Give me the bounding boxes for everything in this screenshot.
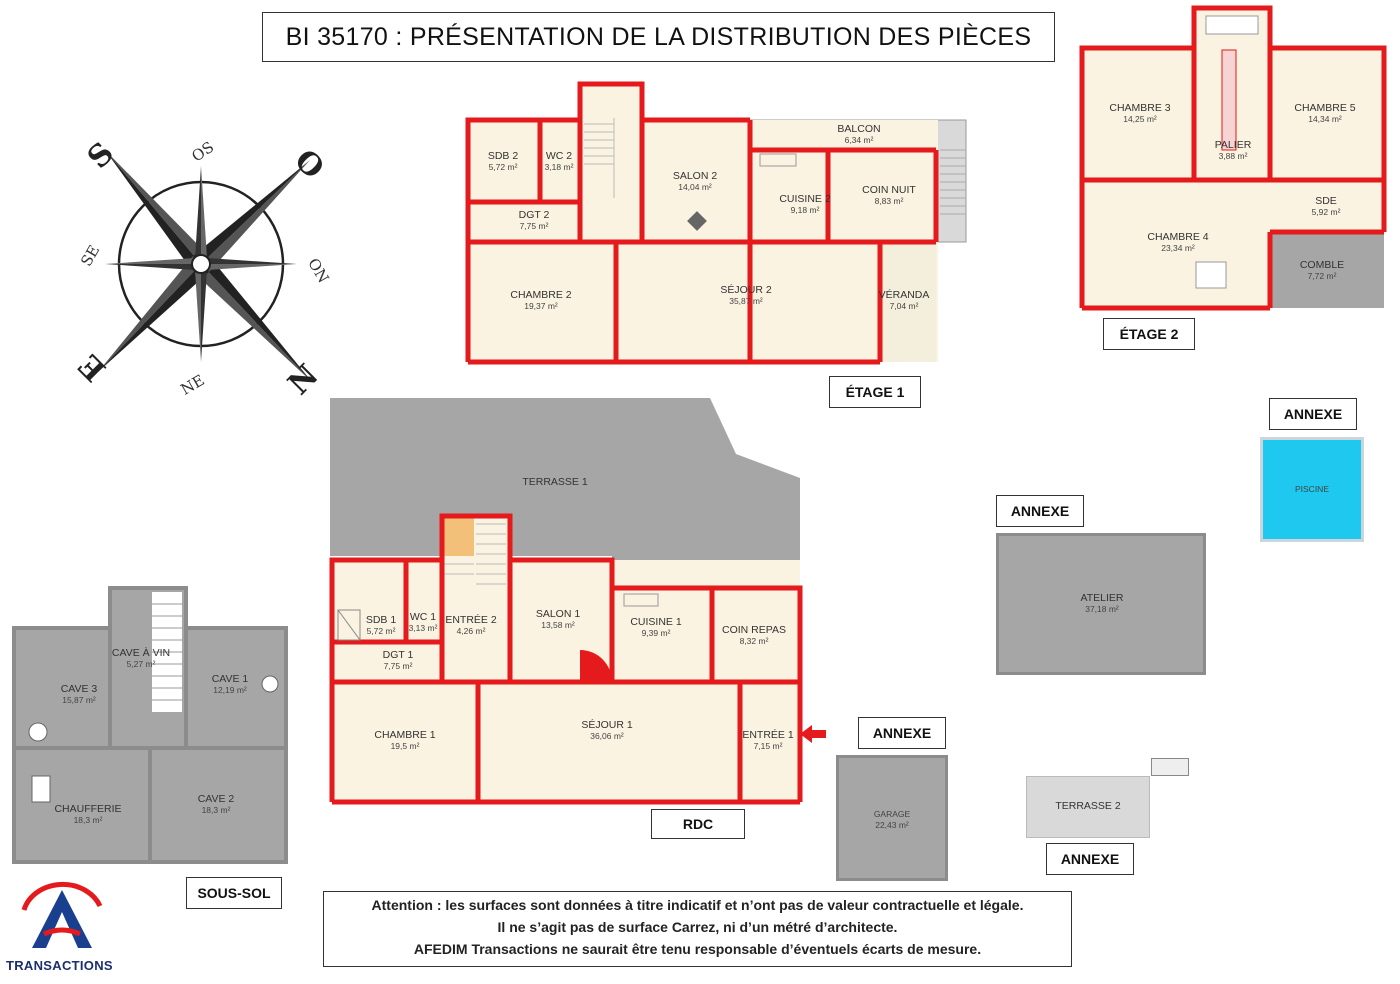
piscine-area bbox=[1260, 437, 1364, 542]
room-piscine: PISCINE bbox=[1294, 484, 1329, 494]
stairs-rdc bbox=[444, 523, 506, 585]
compass-label-ne: NE bbox=[178, 371, 208, 399]
compass-point-n bbox=[193, 264, 312, 382]
compass-label-e: E bbox=[72, 347, 113, 388]
disclaimer-box: Attention : les surfaces sont données à … bbox=[323, 891, 1072, 967]
compass-label-on: ON bbox=[304, 255, 332, 286]
stairs-soussol bbox=[152, 603, 182, 701]
floorplan-etage1 bbox=[465, 81, 967, 365]
disclaimer-line-2: Il ne s’agit pas de surface Carrez, ni d… bbox=[497, 919, 898, 935]
floorplan-soussol bbox=[12, 586, 288, 864]
disclaimer-line-1: Attention : les surfaces sont données à … bbox=[371, 897, 1024, 913]
label-etage1: ÉTAGE 1 bbox=[829, 376, 921, 408]
compass-label-s: S bbox=[81, 136, 121, 176]
label-soussol: SOUS-SOL bbox=[186, 877, 282, 909]
label-rdc: RDC bbox=[651, 809, 745, 839]
compass-point-e bbox=[98, 256, 201, 372]
compass-point-s bbox=[105, 150, 209, 264]
atelier-area bbox=[996, 533, 1206, 675]
terrasse2-area bbox=[1026, 776, 1150, 838]
label-annexe-atelier: ANNEXE bbox=[996, 495, 1084, 527]
walls-etage1 bbox=[465, 81, 939, 365]
terrasse1-area bbox=[330, 398, 800, 582]
compass-point-o bbox=[201, 160, 310, 272]
page-title: BI 35170 : PRÉSENTATION DE LA DISTRIBUTI… bbox=[262, 12, 1055, 62]
label-etage2: ÉTAGE 2 bbox=[1103, 318, 1195, 350]
compass-label-os: OS bbox=[188, 138, 217, 166]
stairs-etage1 bbox=[584, 118, 615, 198]
walls-rdc bbox=[329, 513, 803, 805]
terrasse2-table-icon bbox=[1151, 758, 1189, 776]
compass-label-o: O bbox=[287, 143, 330, 186]
disclaimer-line-3: AFEDIM Transactions ne saurait être tenu… bbox=[413, 941, 982, 957]
label-annexe-terrasse: ANNEXE bbox=[1046, 843, 1134, 875]
walls-etage2 bbox=[1079, 5, 1387, 311]
room-terrasse2: TERRASSE 2 bbox=[1055, 800, 1121, 812]
label-annexe-garage: ANNEXE bbox=[858, 717, 946, 749]
entrance-arrow-icon bbox=[800, 725, 826, 743]
compass-label-n: N bbox=[281, 358, 325, 400]
comble-area bbox=[1270, 232, 1384, 308]
room-terrasse1: TERRASSE 1 bbox=[522, 476, 588, 488]
fireplace-icon bbox=[580, 650, 612, 682]
label-annexe-piscine: ANNEXE bbox=[1269, 398, 1357, 430]
floorplan-rdc bbox=[329, 398, 803, 805]
floorplan-etage2 bbox=[1079, 5, 1387, 311]
garage-area bbox=[836, 755, 948, 881]
compass-rose: S OS O ON N NE E SE bbox=[72, 136, 332, 400]
logo-text: TRANSACTIONS bbox=[6, 958, 113, 973]
page-title-text: BI 35170 : PRÉSENTATION DE LA DISTRIBUTI… bbox=[285, 22, 1032, 51]
afedim-logo-icon bbox=[21, 881, 103, 948]
compass-label-se: SE bbox=[77, 242, 103, 269]
